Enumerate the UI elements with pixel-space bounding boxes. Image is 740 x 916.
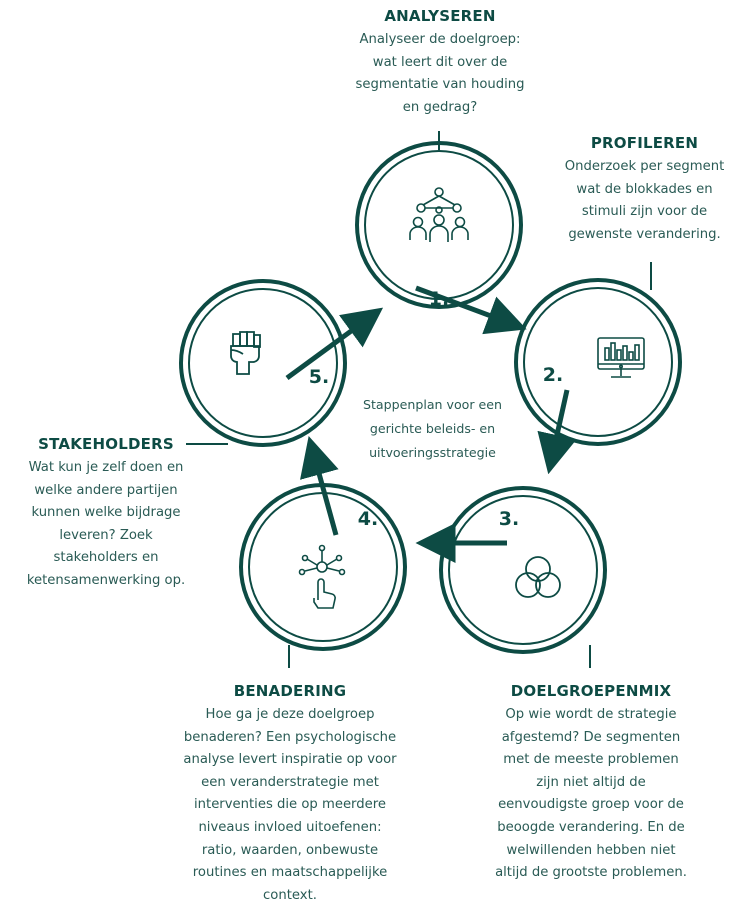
pentagon-arrows: [285, 285, 577, 563]
block-line: een veranderstrategie met: [201, 774, 379, 790]
arrow-5-to-1: [285, 307, 384, 381]
block-heading: DOELGROEPENMIX: [510, 682, 672, 700]
block-heading: BENADERING: [233, 682, 347, 700]
block-body: Analyseer de doelgroep: wat leert dit ov…: [310, 29, 570, 119]
block-line: segmentatie van houding: [355, 77, 525, 93]
block-line: leveren? Zoek: [59, 527, 153, 543]
block-heading: STAKEHOLDERS: [38, 435, 174, 453]
step-number-3: 3.: [498, 508, 520, 530]
connector-lines: [186, 131, 652, 668]
block-line: ratio, waarden, onbewuste: [201, 842, 379, 858]
block-line: analyse levert inspiratie op voor: [183, 752, 397, 768]
block-line: context.: [263, 887, 317, 903]
block-line: zijn niet altijd de: [536, 774, 646, 790]
block-body: Op wie wordt de strategie afgestemd? De …: [466, 704, 716, 885]
hand-touch-network-icon: [298, 544, 346, 609]
block-line: benaderen? Een psychologische: [183, 729, 397, 745]
block-line: welke andere partijen: [34, 482, 178, 498]
arrow-2-to-3: [537, 389, 577, 475]
block-line: stimuli zijn voor de: [581, 204, 708, 220]
block-line: Onderzoek per segment: [564, 159, 725, 174]
block-line: eenvoudigste groep voor de: [498, 797, 684, 813]
block-line: Op wie wordt de strategie: [505, 707, 677, 722]
block-line: met de meeste problemen: [503, 752, 679, 768]
block-line: beoogde verandering. En de: [497, 819, 685, 835]
step-number-5: 5.: [308, 366, 330, 388]
monitor-chart-icon: [597, 337, 645, 378]
block-benadering: BENADERING Hoe ga je deze doelgroep bena…: [155, 681, 425, 907]
block-body: Wat kun je zelf doen en welke andere par…: [12, 457, 200, 593]
center-caption-line: Stappenplan voor een: [362, 397, 503, 412]
inner-circle-step-2: [523, 287, 673, 437]
circle-step-2: [514, 278, 682, 446]
block-stakeholders: STAKEHOLDERS Wat kun je zelf doen en wel…: [12, 434, 200, 593]
block-line: Wat kun je zelf doen en: [28, 460, 184, 475]
block-body: Hoe ga je deze doelgroep benaderen? Een …: [155, 704, 425, 907]
circle-step-3: [439, 486, 607, 654]
people-network-icon: [409, 187, 469, 242]
block-line: Analyseer de doelgroep:: [359, 32, 521, 47]
step-number-1: 1.: [428, 288, 450, 310]
block-line: stakeholders en: [53, 550, 159, 566]
center-caption-line: uitvoeringsstrategie: [369, 445, 496, 460]
block-line: niveaus invloed uitoefenen:: [198, 819, 382, 835]
arrow-4-to-5: [300, 435, 339, 536]
block-line: Hoe ga je deze doelgroep: [205, 707, 375, 722]
outer-circles: [179, 141, 682, 654]
raised-fist-icon: [230, 331, 261, 375]
inner-circle-step-3: [448, 495, 598, 645]
block-line: wat leert dit over de: [372, 54, 508, 70]
arrow-1-to-2: [415, 285, 527, 335]
inner-circles: [188, 150, 673, 645]
block-line: en gedrag?: [402, 99, 478, 115]
block-line: kunnen welke bijdrage: [31, 505, 181, 521]
block-line: ketensamenwerking op.: [26, 572, 186, 588]
venn-circles-icon: [515, 556, 561, 598]
block-heading: ANALYSEREN: [384, 7, 496, 25]
block-line: welwillenden hebben niet: [506, 842, 676, 858]
step-number-4: 4.: [357, 508, 379, 530]
inner-circle-step-5: [188, 288, 338, 438]
block-line: gewenste verandering.: [568, 226, 721, 242]
block-line: interventies die op meerdere: [194, 797, 386, 813]
block-line: routines en maatschappelijke: [192, 865, 388, 881]
center-caption: Stappenplan voor een gerichte beleids- e…: [345, 393, 520, 465]
center-caption-line: gerichte beleids- en: [369, 421, 496, 436]
step-number-2: 2.: [542, 364, 564, 386]
block-line: afgestemd? De segmenten: [501, 729, 681, 745]
block-body: Onderzoek per segment wat de blokkades e…: [552, 156, 737, 246]
block-line: wat de blokkades en: [576, 181, 713, 197]
circle-step-5: [179, 279, 347, 447]
block-heading: PROFILEREN: [590, 134, 699, 152]
block-profileren: PROFILEREN Onderzoek per segment wat de …: [552, 133, 737, 246]
block-analyseren: ANALYSEREN Analyseer de doelgroep: wat l…: [310, 6, 570, 119]
block-line: altijd de grootste problemen.: [495, 865, 687, 881]
block-doelgroepenmix: DOELGROEPENMIX Op wie wordt de strategie…: [466, 681, 716, 885]
